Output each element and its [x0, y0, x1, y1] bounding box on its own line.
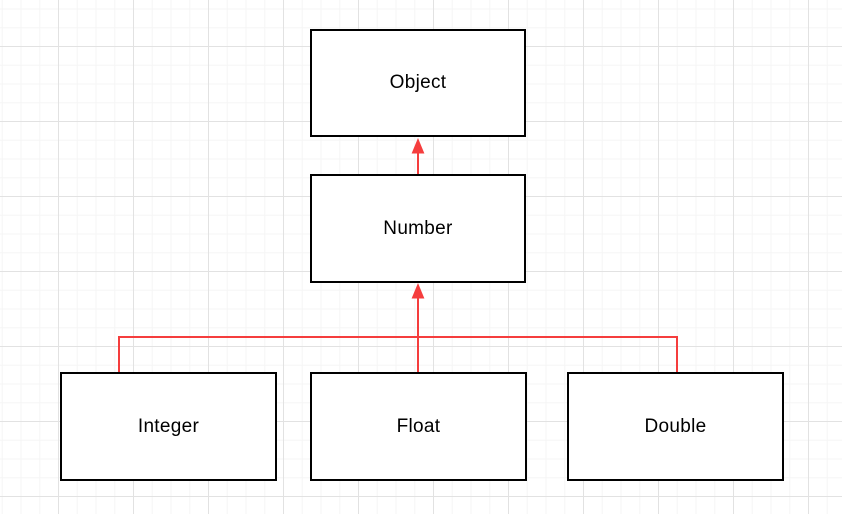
edge-arrowhead [411, 283, 425, 299]
edge-arrowhead [411, 138, 425, 154]
node-object[interactable]: Object [310, 29, 526, 137]
node-float-label: Float [396, 415, 441, 437]
node-object-label: Object [389, 72, 447, 93]
node-number[interactable]: Number [310, 174, 526, 283]
node-float[interactable]: Float [310, 372, 527, 481]
node-number-label: Number [383, 217, 453, 239]
edges-children-to-number[interactable] [118, 283, 678, 372]
node-double-label: Double [644, 415, 707, 437]
edge-number-to-object[interactable] [411, 138, 425, 174]
node-double[interactable]: Double [567, 372, 784, 481]
node-integer[interactable]: Integer [60, 372, 277, 481]
node-integer-label: Integer [137, 415, 200, 437]
edge-line-integer-riser[interactable] [118, 336, 678, 372]
